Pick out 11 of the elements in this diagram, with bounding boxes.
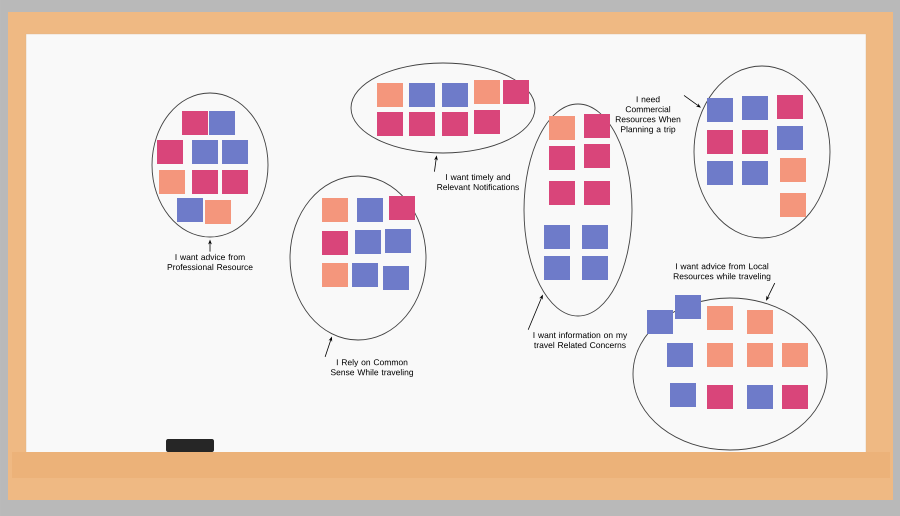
cluster-circle [632,298,828,450]
handwritten-label: I want advice from Professional Resource [168,254,253,270]
cluster-circle [290,176,426,340]
cluster-circle [350,62,536,154]
cluster-circle [694,66,830,238]
handwritten-label: I want advice from Local Resources while traveling [674,263,770,281]
handwritten-label: I want timely and Relevant Notifications [437,174,520,190]
handwritten-label: I Rely on Common Sense While traveling [330,359,414,377]
cluster-circle [152,92,268,238]
handwritten-label: I need Commercial Resources When Planning a trip [616,96,680,134]
handwritten-label: I want information on my travel Related Concerns [534,332,628,348]
